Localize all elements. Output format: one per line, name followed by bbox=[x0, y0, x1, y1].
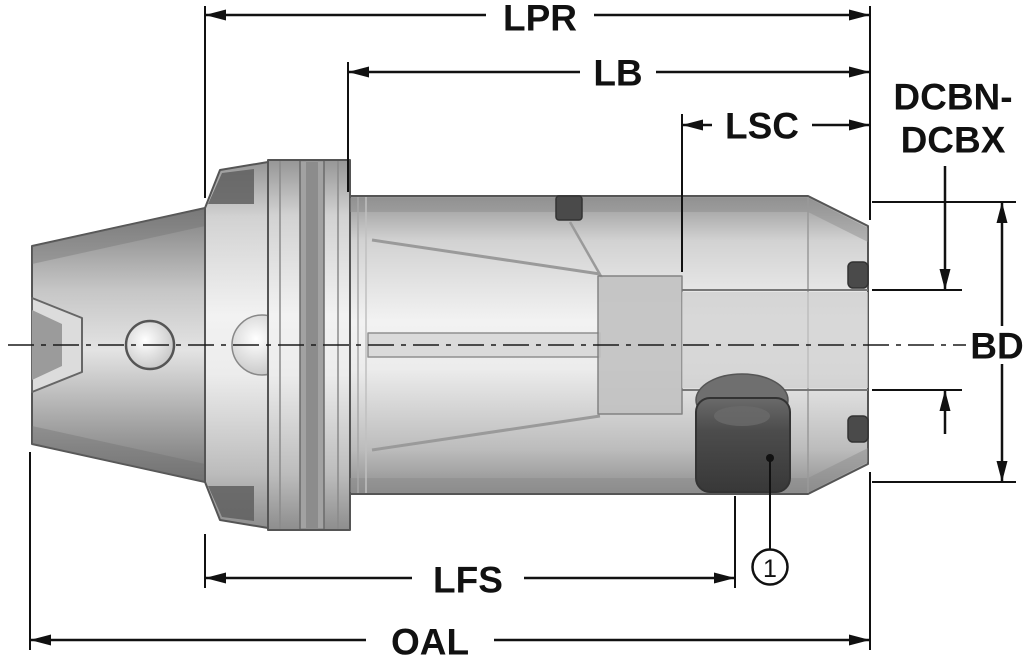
dim-label-lb: LB bbox=[593, 53, 642, 94]
seal-bottom bbox=[847, 415, 869, 443]
dim-label-lsc: LSC bbox=[725, 106, 799, 147]
clamp-plug bbox=[695, 373, 791, 493]
dim-lb: LB bbox=[347, 53, 870, 192]
set-screw bbox=[555, 195, 583, 221]
collar-groove-top bbox=[208, 169, 254, 204]
collar-groove-bottom bbox=[208, 486, 254, 521]
callout-1-circle bbox=[751, 548, 789, 586]
dim-label-dcb-line2: DCBX bbox=[901, 120, 1006, 161]
dim-dcbn-dcbx: DCBN- DCBX bbox=[872, 77, 1013, 434]
dim-label-bd: BD bbox=[970, 326, 1023, 367]
dim-bd: BD bbox=[872, 201, 1024, 483]
seal-top bbox=[847, 261, 869, 289]
callout-1-label: 1 bbox=[763, 555, 777, 583]
callout-1-leader-dot bbox=[766, 454, 774, 462]
coolant-channel-top bbox=[371, 238, 601, 276]
dim-label-lfs: LFS bbox=[433, 560, 503, 601]
dim-label-dcb-line1: DCBN- bbox=[893, 77, 1012, 118]
dim-label-lpr: LPR bbox=[503, 0, 577, 39]
coolant-channel-bottom bbox=[371, 414, 601, 452]
dim-lpr: LPR bbox=[204, 0, 871, 220]
clamping-bore bbox=[682, 292, 868, 388]
dim-lfs: LFS bbox=[204, 496, 736, 601]
dim-label-oal: OAL bbox=[391, 622, 469, 657]
callout-1: 1 bbox=[751, 454, 789, 586]
dim-lsc: LSC bbox=[681, 106, 870, 272]
dim-oal: OAL bbox=[29, 452, 871, 657]
